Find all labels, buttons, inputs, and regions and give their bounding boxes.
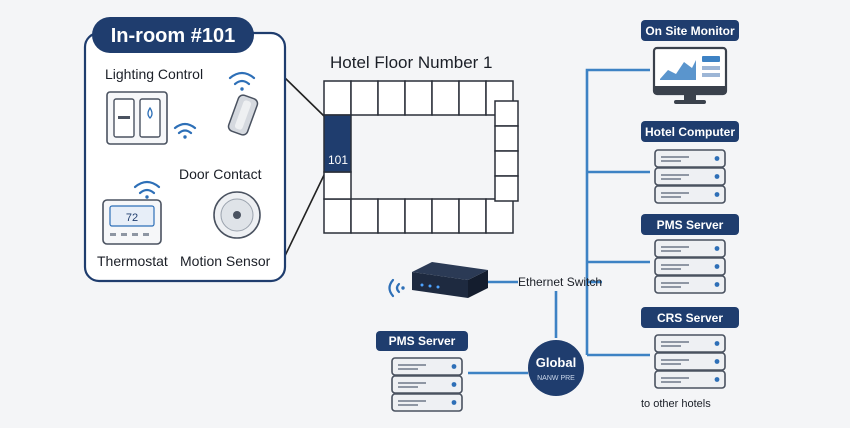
- to-other-hotels-label: to other hotels: [641, 398, 711, 410]
- floor-room-cell: [323, 198, 352, 234]
- floor-title: Hotel Floor Number 1: [330, 53, 493, 72]
- wifi-icon-thermostat: [133, 180, 161, 199]
- right-pms-server-label: PMS Server: [657, 218, 724, 232]
- motion-sensor-icon: [213, 191, 261, 239]
- room-title-pill: [92, 17, 254, 53]
- floor-room-cell: [494, 175, 519, 202]
- crs-server-label: CRS Server: [657, 311, 723, 325]
- on-site-monitor-pill: [641, 20, 739, 41]
- global-label: Global: [536, 355, 576, 370]
- hotel-computer-server-icon: [654, 149, 726, 204]
- floor-room-cell: [377, 80, 406, 116]
- ethernet-switch-icon: [412, 262, 488, 298]
- in-room-panel: In-room #101 Lighting Control: [83, 17, 287, 283]
- left-pms-server-label: PMS Server: [389, 334, 456, 348]
- crs-server-icon: [654, 334, 726, 389]
- lighting-control-label: Lighting Control: [105, 66, 203, 82]
- floor-room-cell: [431, 198, 460, 234]
- floor-plan: Hotel Floor Number 1 101: [323, 53, 519, 234]
- monitor-icon: [652, 46, 728, 104]
- floor-room-cell: [323, 80, 352, 116]
- hotel-computer-pill: [641, 121, 739, 142]
- floor-room-cell: [494, 125, 519, 152]
- motion-sensor-label: Motion Sensor: [180, 253, 271, 269]
- left-pms-server-pill: [376, 331, 468, 351]
- thermostat-icon: 72: [102, 199, 162, 245]
- room-101-label: 101: [328, 153, 348, 167]
- right-column: On Site Monitor Hotel Computer PMS Serve…: [641, 20, 739, 410]
- light-switch-icon: [106, 91, 168, 145]
- right-pms-server-icon: [654, 239, 726, 294]
- floor-room-cell: [404, 198, 433, 234]
- floor-room-cell: [494, 100, 519, 127]
- door-contact-sensor-icon: [227, 94, 259, 136]
- floor-room-cell: [494, 150, 519, 177]
- floor-room-cell: [458, 80, 487, 116]
- wifi-icon-door: [228, 71, 256, 91]
- crs-server-pill: [641, 307, 739, 328]
- global-sublabel: NANW PRE: [537, 375, 575, 382]
- ethernet-switch-label: Ethernet Switch: [518, 275, 602, 289]
- global-wan-node: Global NANW PRE: [528, 340, 584, 396]
- floor-room-cell: [485, 198, 514, 234]
- floor-room-cell: [323, 171, 352, 200]
- floor-room-cell: [350, 198, 379, 234]
- wifi-icon-switch: [388, 278, 405, 298]
- floor-room-cell: [431, 80, 460, 116]
- floor-room-cell: [458, 198, 487, 234]
- connection-lines: [468, 68, 650, 375]
- floor-room-cell: [350, 80, 379, 116]
- line-monitor: [585, 68, 650, 355]
- floor-room-cell: [404, 80, 433, 116]
- right-pms-server-pill: [641, 214, 739, 235]
- room-title: In-room #101: [111, 25, 235, 47]
- server-rack-icon: [391, 357, 463, 412]
- thermostat-display: 72: [126, 212, 138, 224]
- on-site-monitor-label: On Site Monitor: [645, 24, 735, 38]
- wifi-icon-lighting: [173, 122, 197, 139]
- floor-room-cell: [377, 198, 406, 234]
- door-contact-label: Door Contact: [179, 166, 262, 182]
- hotel-computer-label: Hotel Computer: [645, 125, 735, 139]
- room-101-cell: [323, 114, 352, 173]
- thermostat-label: Thermostat: [97, 253, 168, 269]
- left-pms-server: PMS Server: [376, 331, 468, 412]
- callout-lines: [282, 75, 326, 261]
